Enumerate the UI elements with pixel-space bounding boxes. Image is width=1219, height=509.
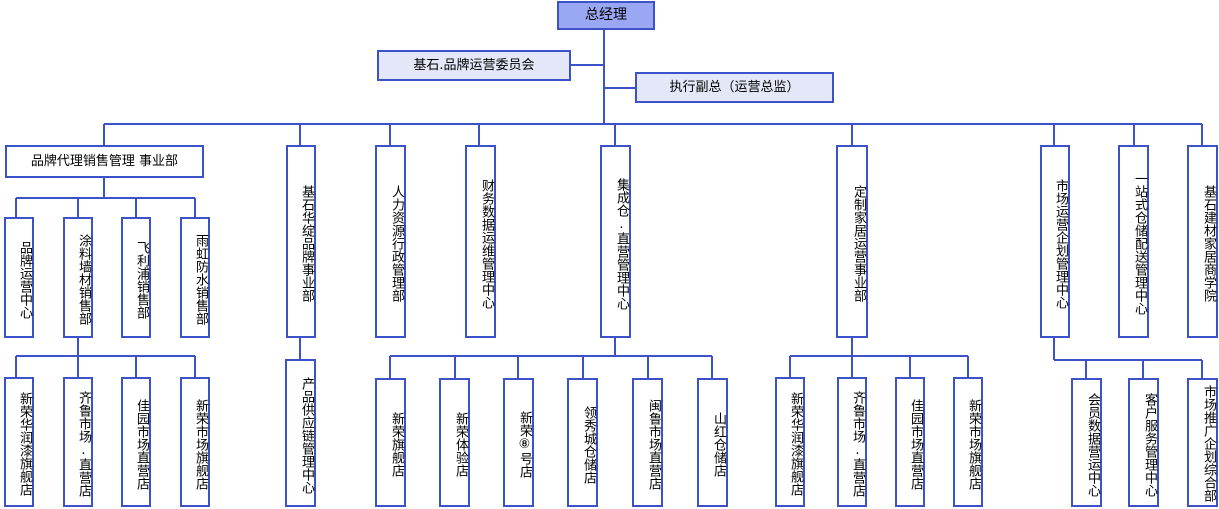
dept-hr-admin: 人力资源行政管理部 — [375, 145, 406, 338]
dept-business-academy: 基石建材家居商学院 — [1187, 145, 1218, 338]
dept-huazhan-brand: 基石华绽品牌事业部 — [286, 145, 316, 338]
store-minlu-direct: 闽鲁市场直营店 — [632, 378, 663, 507]
dept-custom-home: 定制家居运营事业部 — [836, 145, 868, 338]
store-xinrong-flagship: 新荣旗舰店 — [375, 378, 406, 507]
sub-customer-service: 客户服务管理中心 — [1128, 378, 1159, 507]
store-xinrong-market-a: 新荣市场旗舰店 — [180, 377, 210, 507]
store-jiayuan-direct-a: 佳园市场直营店 — [121, 377, 151, 507]
dept-one-stop-logistics: 一站式仓储配送管理中心 — [1118, 145, 1149, 338]
dept-integrated-warehouse: 集成仓.直营管理中心 — [600, 145, 631, 338]
store-xinrong-experience: 新荣体验店 — [439, 378, 470, 507]
node-brand-committee: 基石.品牌运营委员会 — [377, 50, 571, 81]
store-qilu-direct-a: 齐鲁市场.直营店 — [63, 377, 93, 507]
store-xinrong-flagship-b: 新荣华润漆旗舰店 — [775, 377, 805, 507]
sub-coatings-sales: 涂料墙材销售部 — [63, 217, 93, 338]
dept-brand-agency-sales: 品牌代理销售管理 事业部 — [5, 145, 204, 178]
sub-waterproof-sales: 雨虹防水销售部 — [180, 217, 210, 338]
sub-marketing-planning: 市场推广企划综合部 — [1187, 378, 1218, 507]
sub-philips-sales: 飞利浦销售部 — [121, 217, 151, 338]
store-xinrong-no8: 新荣⑧号店 — [503, 378, 534, 507]
sub-supply-chain-center: 产品供应链管理中心 — [285, 359, 316, 507]
sub-brand-operations-center: 品牌运营中心 — [4, 217, 34, 338]
sub-member-data-ops: 会员数据营运中心 — [1071, 378, 1102, 507]
node-executive-deputy: 执行副总（运营总监） — [635, 72, 834, 103]
store-jiayuan-direct-b: 佳园市场直营店 — [895, 377, 925, 507]
dept-finance-data: 财务数据运维管理中心 — [465, 145, 496, 338]
store-qilu-direct-b: 齐鲁市场.直营店 — [837, 377, 867, 507]
dept-market-operations: 市场运营企划管理中心 — [1040, 145, 1070, 338]
store-xinrong-flagship-a: 新荣华润漆旗舰店 — [4, 377, 34, 507]
store-lingxiu-warehouse: 领秀城仓储店 — [567, 378, 598, 507]
store-shanhong-warehouse: 山红仓储店 — [697, 378, 728, 507]
node-general-manager: 总经理 — [557, 1, 655, 30]
store-xinrong-market-b: 新荣市场旗舰店 — [953, 377, 983, 507]
